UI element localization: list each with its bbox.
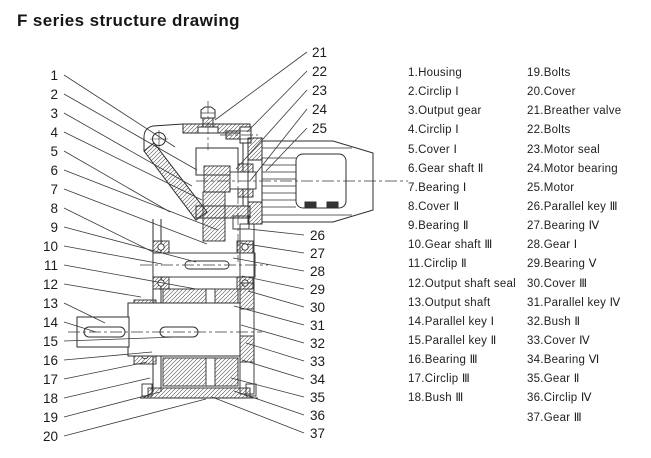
callout-number: 34 [310,372,326,387]
motor-bearing [237,188,254,198]
callout-number: 33 [310,354,325,369]
legend-item: 12.Output shaft seal [408,277,516,290]
legend-item: 29.Bearing Ⅴ [527,258,597,271]
legend-item: 1.Housing [408,67,463,79]
legend-item: 23.Motor seal [527,143,600,156]
legend-item: 3.Output gear [408,105,482,118]
callout-number: 16 [43,353,58,368]
cover-3 [239,282,255,310]
legend-item: 31.Parallel key Ⅳ [527,296,621,309]
output-shaft [76,302,241,357]
callout-number: 24 [312,102,328,117]
bottom-cover [147,387,251,399]
legend-item: 26.Parallel key Ⅲ [527,200,618,213]
covers [141,215,257,399]
callout-number: 5 [50,144,58,159]
callout-number: 26 [310,228,325,243]
callout-number: 9 [50,220,58,235]
legend-item: 34.Bearing Ⅵ [527,354,600,367]
callout-number: 11 [44,258,58,273]
callout-number: 4 [50,125,58,140]
motor-seal [237,163,254,173]
legend-item: 5.Cover Ⅰ [408,143,458,156]
gear-shaft-2-coupling [203,165,231,193]
legend-item: 32.Bush Ⅱ [527,315,581,328]
legend-item: 37.Gear Ⅲ [527,411,582,424]
legend-item: 22.Bolts [527,124,571,137]
callout-number: 23 [312,83,327,98]
callout-number: 21 [312,45,327,60]
callout-number: 6 [50,163,58,178]
legend-item: 30.Cover Ⅲ [527,277,588,290]
callout-number: 27 [310,246,325,261]
legend-item: 33.Cover Ⅳ [527,334,590,347]
motor [247,137,374,225]
centerlines [68,101,408,333]
legend-item: 16.Bearing Ⅲ [408,354,478,367]
legend-item: 20.Cover [527,86,576,99]
callout-number: 18 [43,391,58,406]
callout-number: 13 [43,296,58,311]
legend-item: 2.Circlip Ⅰ [408,86,459,99]
legend-item: 28.Gear Ⅰ [527,239,578,252]
callout-number: 19 [43,410,58,425]
callout-number: 15 [43,334,58,349]
legend-item: 10.Gear shaft Ⅲ [408,239,493,252]
callout-numbers-left: 1 2 3 4 5 6 7 8 9 10 11 12 13 14 15 16 1… [43,68,59,444]
legend-item: 18.Bush Ⅲ [408,392,464,405]
legend-column-right: 19.Bolts 20.Cover 21.Breather valve 22.B… [527,64,621,428]
callout-number: 3 [50,106,58,121]
callout-number: 14 [43,315,59,330]
legend-item: 11.Circlip Ⅱ [408,258,467,271]
callout-number: 12 [43,277,58,292]
legend-item: 19.Bolts [527,67,571,79]
callout-number: 29 [310,282,325,297]
legend-item: 35.Gear Ⅱ [527,373,580,386]
bolt-bottom-left [141,383,153,397]
callout-number: 35 [310,390,325,405]
callout-number: 37 [310,426,325,441]
page-title: F series structure drawing [17,11,240,30]
callout-number: 17 [43,372,58,387]
callout-number: 31 [310,318,325,333]
legend-item: 13.Output shaft [408,296,491,309]
legend-item: 8.Cover Ⅱ [408,200,460,213]
legend-item: 7.Bearing Ⅰ [408,181,467,194]
gear-2 [162,357,239,387]
legend-item: 4.Circlip Ⅰ [408,124,459,137]
gear-shaft-2 [202,191,226,242]
legend-item: 36.Circlip Ⅳ [527,392,592,405]
legend-item: 21.Breather valve [527,105,622,118]
legend-item: 6.Gear shaft Ⅱ [408,162,484,175]
callout-number: 25 [312,121,327,136]
legend-item: 15.Parallel key Ⅱ [408,334,497,347]
legend-item: 9.Bearing Ⅱ [408,220,469,233]
callout-numbers-right-bottom: 26 27 28 29 30 31 32 33 34 35 36 37 [310,228,326,441]
legend-item: 17.Circlip Ⅲ [408,373,471,386]
callout-number: 36 [310,408,325,423]
callout-number: 22 [312,64,327,79]
legend-item: 25.Motor [527,181,575,194]
legend-item: 27.Bearing Ⅳ [527,220,600,233]
callout-number: 8 [50,201,58,216]
motor-fins [262,157,296,208]
callout-number: 7 [50,182,58,197]
motor-shaft [229,171,257,190]
legend-item: 14.Parallel key Ⅰ [408,315,495,328]
callout-number: 2 [50,87,58,102]
callout-numbers-right-top: 21 22 23 24 25 [312,45,328,136]
legend-item: 24.Motor bearing [527,162,618,175]
callout-number: 10 [43,239,58,254]
leader-lines [63,51,308,437]
callout-number: 1 [50,68,58,83]
callout-number: 20 [43,429,58,444]
callout-number: 28 [310,264,325,279]
motor-body [261,140,374,223]
bolt-bottom-right [245,383,257,397]
callout-number: 30 [310,300,325,315]
callout-number: 32 [310,336,325,351]
legend-column-left: 1.Housing 2.Circlip Ⅰ 3.Output gear 4.Ci… [408,64,516,409]
